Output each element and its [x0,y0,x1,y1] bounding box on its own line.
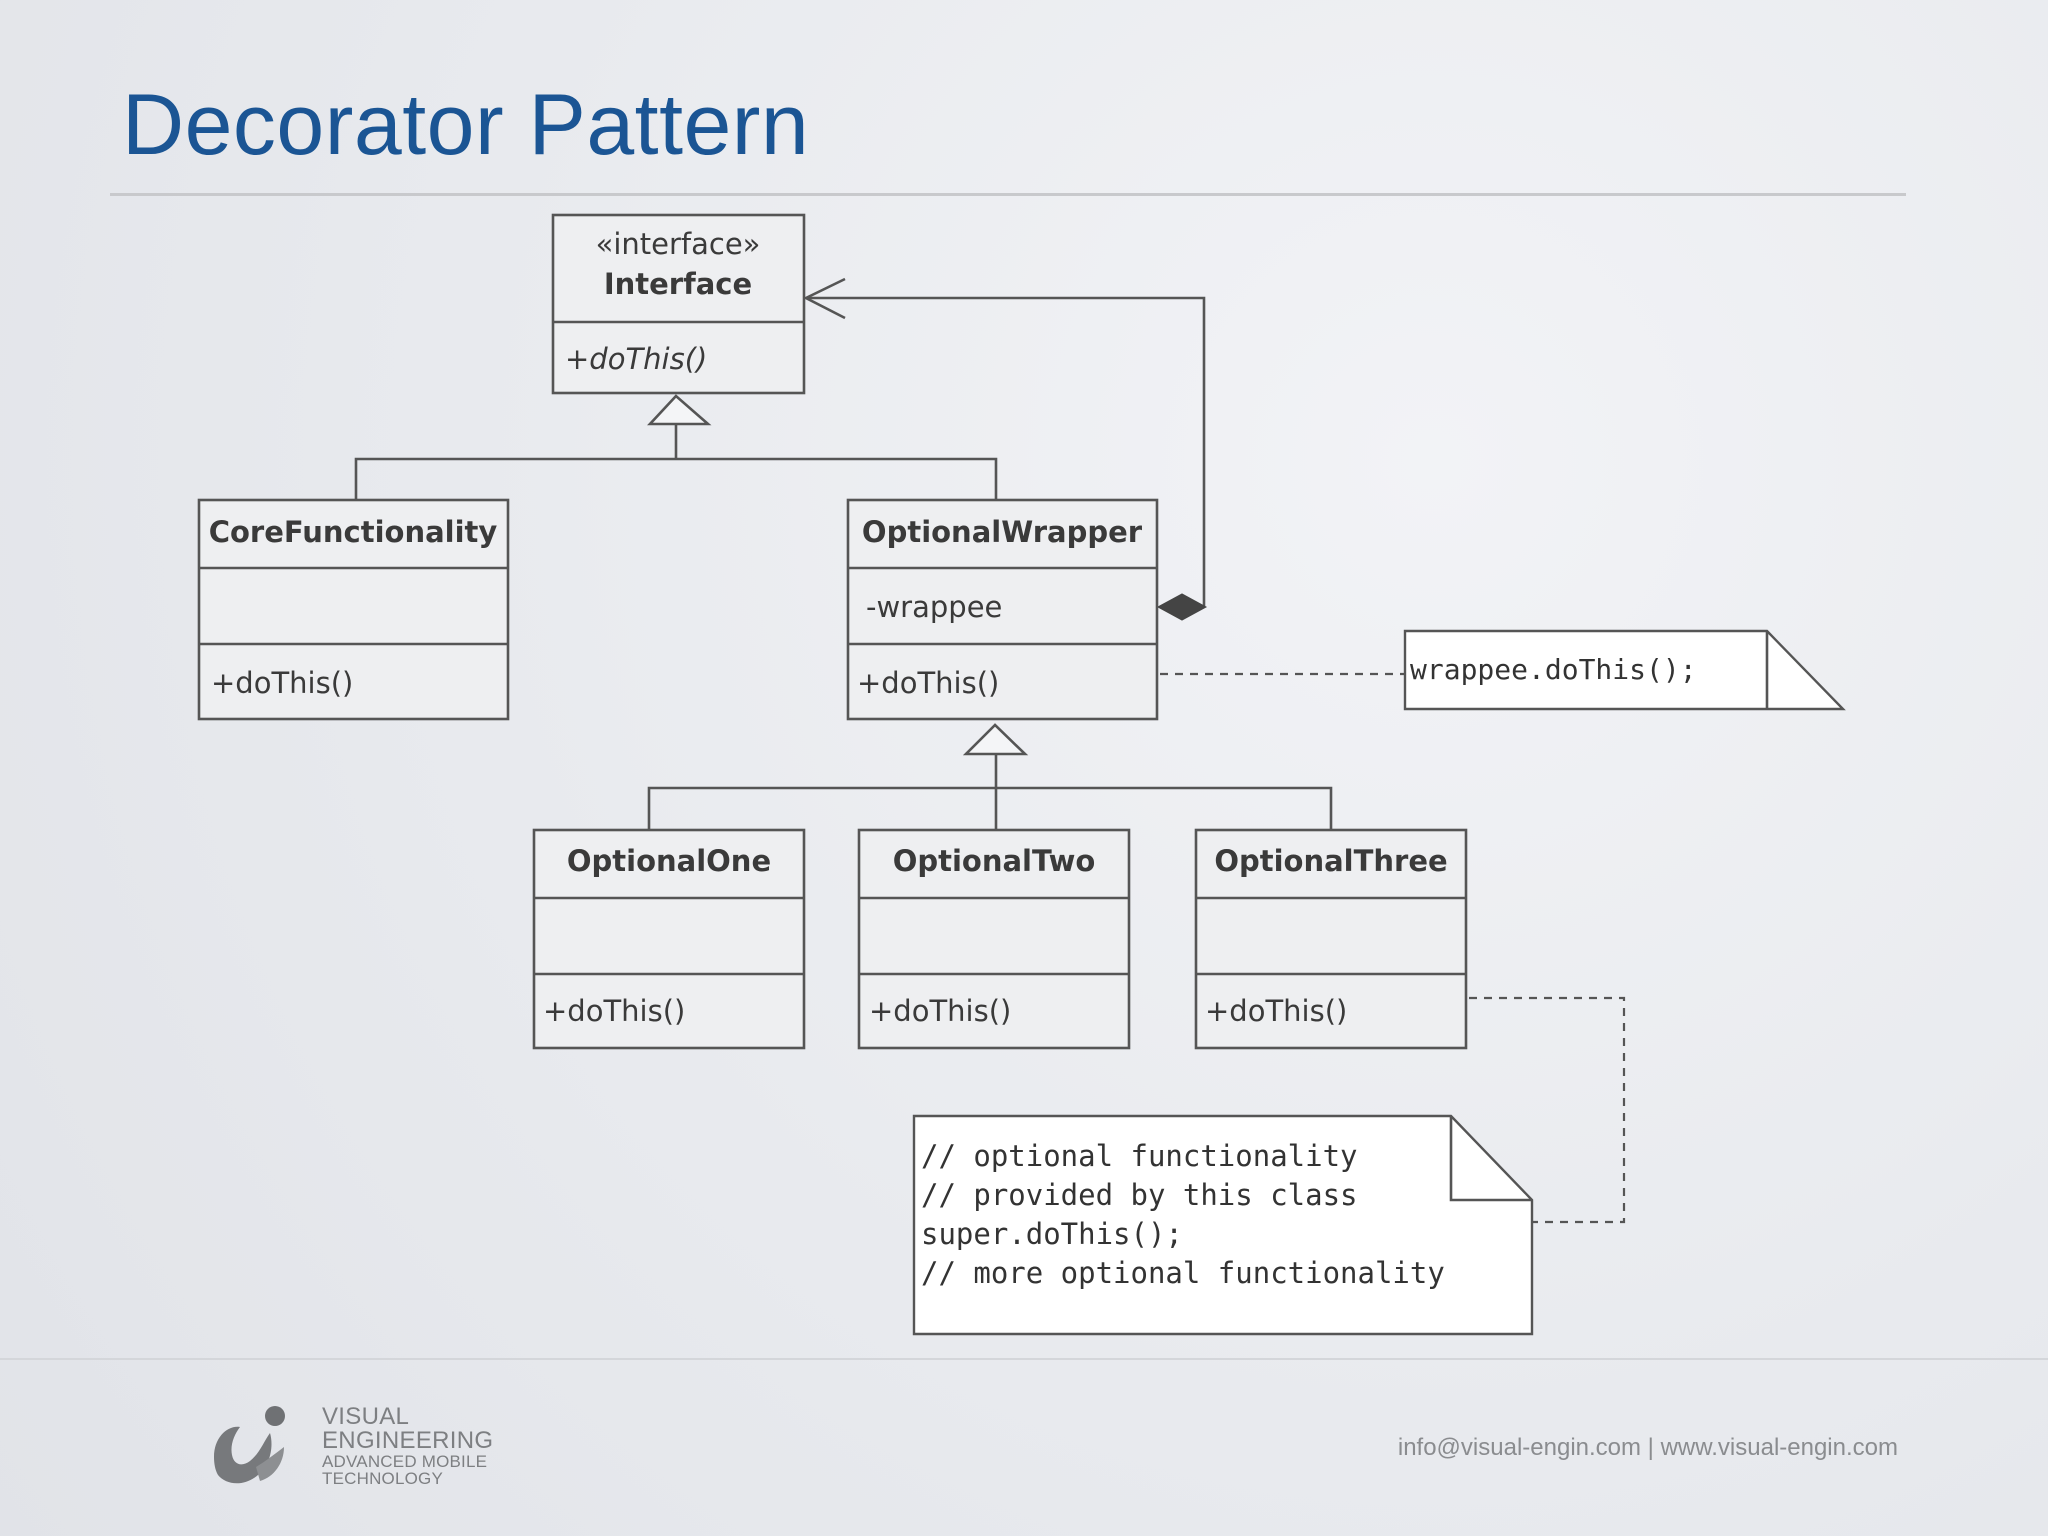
wrapper-note-text: wrappee.doThis(); [1410,653,1697,686]
uml-class-diagram: «interface» Interface +doThis() CoreFunc… [197,213,1846,1336]
optional-wrapper-attribute: -wrappee [866,590,1002,624]
footer-divider [0,1358,2048,1360]
optional-one-method: +doThis() [543,994,685,1028]
class-optional-two[interactable]: OptionalTwo +doThis() [857,828,1131,1050]
core-functionality-name: CoreFunctionality [209,515,498,549]
class-optional-three[interactable]: OptionalThree +doThis() [1194,828,1468,1050]
interface-stereotype: «interface» [596,227,761,261]
visual-engineering-logo-icon [214,1406,285,1484]
footer-contact: info@visual-engin.com | www.visual-engin… [1397,1434,1898,1461]
class-optional-wrapper[interactable]: OptionalWrapper -wrappee +doThis() [846,498,1159,721]
inheritance-arrow-interface [647,394,712,426]
optional-wrapper-name: OptionalWrapper [862,515,1143,549]
optional-note-line-4: // more optional functionality [921,1256,1445,1290]
class-interface[interactable]: «interface» Interface +doThis() [551,213,806,395]
title-divider [110,193,1906,196]
class-optional-one[interactable]: OptionalOne +doThis() [532,828,806,1050]
logo-line-technology: TECHNOLOGY [322,1469,444,1488]
optional-three-method: +doThis() [1205,994,1347,1028]
optional-note-line-2: // provided by this class [921,1178,1358,1212]
optional-note-link [1469,996,1626,1224]
optional-wrapper-method: +doThis() [857,666,999,700]
optional-three-name: OptionalThree [1214,844,1447,878]
note-wrapper-call: wrappee.doThis(); [1403,629,1846,711]
interface-name: Interface [604,267,752,301]
company-logo-text: VISUAL ENGINEERING ADVANCED MOBILE TECHN… [322,1403,494,1488]
note-optional-functionality: // optional functionality // provided by… [912,1114,1534,1336]
composition-diamond [1156,593,1208,621]
logo-line-advanced-mobile: ADVANCED MOBILE [322,1452,488,1471]
interface-method: +doThis() [565,342,707,376]
optional-note-line-1: // optional functionality [921,1139,1358,1173]
logo-line-engineering: ENGINEERING [322,1427,494,1454]
slide-title: Decorator Pattern [122,77,810,173]
optional-one-name: OptionalOne [567,844,771,878]
optional-two-name: OptionalTwo [893,844,1096,878]
composition-connector [803,277,1208,621]
optional-two-method: +doThis() [869,994,1011,1028]
logo-line-visual: VISUAL [322,1403,410,1430]
inheritance-arrow-wrapper [962,723,1029,756]
optional-note-line-3: super.doThis(); [921,1217,1183,1251]
generalization-connector-top [354,394,998,500]
core-functionality-method: +doThis() [211,666,353,700]
generalization-connector-bottom [647,723,1333,830]
class-core-functionality[interactable]: CoreFunctionality +doThis() [197,498,510,721]
